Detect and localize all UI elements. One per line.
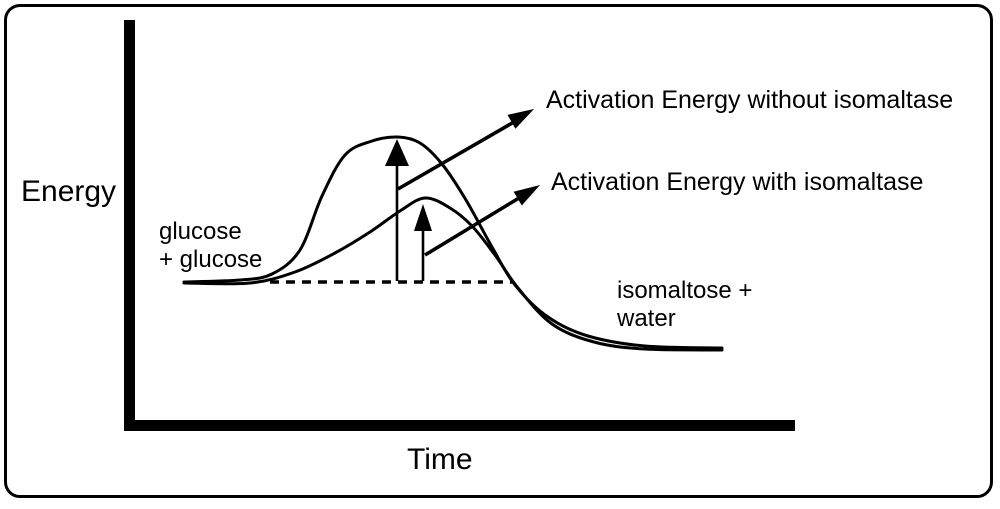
activation-energy-with-label: Activation Energy with isomaltase xyxy=(551,168,924,196)
label-pointer-arrow-without xyxy=(397,109,534,191)
curve-with-isomaltase xyxy=(182,196,724,352)
y-axis-label: Energy xyxy=(21,175,117,208)
axes-lines xyxy=(124,20,795,431)
x-axis-label: Time xyxy=(407,443,473,476)
activation-height-arrow-with xyxy=(414,204,432,281)
curve-without-isomaltase xyxy=(182,135,724,350)
activation-energy-without-label: Activation Energy without isomaltase xyxy=(546,86,954,114)
reactants-label: glucose + glucose xyxy=(159,218,262,274)
reactants-label-line1: glucose xyxy=(159,218,242,245)
products-label-line2: water xyxy=(617,305,676,332)
products-label-line1: isomaltose + xyxy=(617,277,753,304)
label-pointer-arrow-with xyxy=(424,185,540,257)
activation-height-arrow-without xyxy=(385,139,409,281)
reactants-label-line2: + glucose xyxy=(159,246,263,273)
products-label: isomaltose + water xyxy=(617,277,752,333)
